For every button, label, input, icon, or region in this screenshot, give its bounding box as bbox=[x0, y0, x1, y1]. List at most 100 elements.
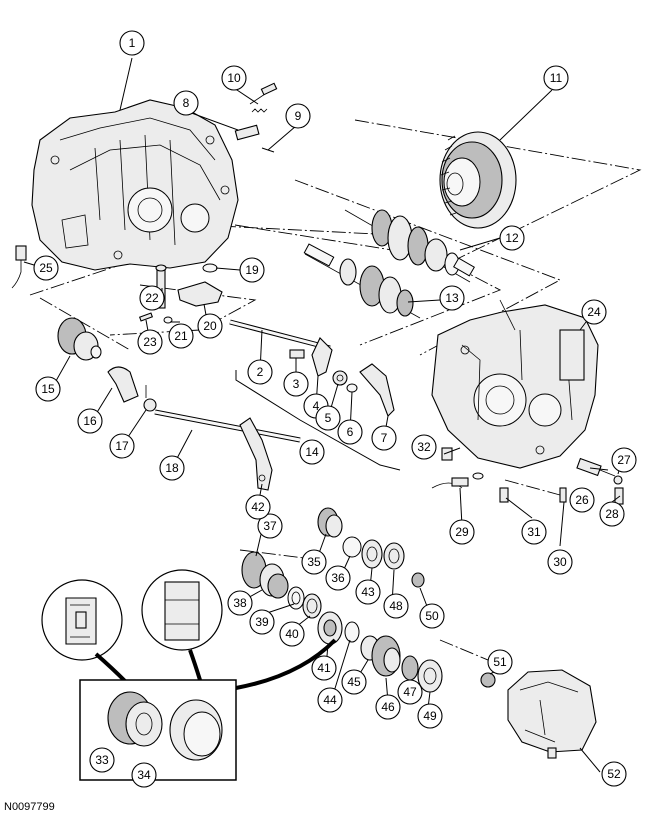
callout-22-label: 22 bbox=[145, 291, 159, 305]
callout-8: 8 bbox=[173, 90, 199, 116]
callout-10: 10 bbox=[221, 65, 247, 91]
front-bearing-set bbox=[241, 551, 289, 599]
callout-41-label: 41 bbox=[317, 661, 331, 675]
callout-11: 11 bbox=[543, 65, 569, 91]
callout-41: 41 bbox=[311, 655, 337, 681]
callout-51: 51 bbox=[487, 649, 513, 675]
callout-45-label: 45 bbox=[347, 675, 361, 689]
callout-22: 22 bbox=[139, 285, 165, 311]
callout-28: 28 bbox=[599, 501, 625, 527]
differential-ring-gear bbox=[439, 131, 517, 229]
callout-19-label: 19 bbox=[245, 263, 259, 277]
callout-1: 1 bbox=[119, 30, 145, 56]
callout-30: 30 bbox=[547, 549, 573, 575]
reverse-fork-and-rod bbox=[107, 366, 301, 443]
callout-16-label: 16 bbox=[83, 414, 97, 428]
callout-20-label: 20 bbox=[203, 319, 217, 333]
callout-27-label: 27 bbox=[617, 453, 631, 467]
callout-7: 7 bbox=[371, 425, 397, 451]
callout-45: 45 bbox=[341, 669, 367, 695]
shift-rod-and-forks bbox=[229, 319, 395, 417]
callout-48-label: 48 bbox=[389, 599, 403, 613]
callout-51-label: 51 bbox=[493, 655, 507, 669]
callout-36-label: 36 bbox=[331, 571, 345, 585]
clutch-housing bbox=[431, 299, 599, 469]
callout-34-label: 34 bbox=[137, 768, 151, 782]
callout-13-label: 13 bbox=[445, 291, 459, 305]
callout-31: 31 bbox=[521, 519, 547, 545]
callout-42: 42 bbox=[245, 494, 271, 520]
callout-6: 6 bbox=[337, 419, 363, 445]
callout-25-label: 25 bbox=[39, 261, 53, 275]
callout-47-label: 47 bbox=[403, 685, 417, 699]
callout-49: 49 bbox=[417, 703, 443, 729]
input-shaft-gear-cluster bbox=[303, 243, 421, 319]
callout-labels: 1 2 3 4 5 6 7 8 9 10 11 12 13 14 15 16 1… bbox=[33, 30, 637, 788]
callout-29: 29 bbox=[449, 519, 475, 545]
callout-12: 12 bbox=[499, 225, 525, 251]
callout-36: 36 bbox=[325, 565, 351, 591]
callout-3-label: 3 bbox=[293, 377, 300, 391]
callout-50-label: 50 bbox=[425, 609, 439, 623]
callout-13: 13 bbox=[439, 285, 465, 311]
callout-18-label: 18 bbox=[165, 461, 179, 475]
callout-33: 33 bbox=[89, 747, 115, 773]
figure-reference-code: N0097799 bbox=[4, 801, 55, 813]
end-cover bbox=[480, 669, 597, 759]
selector-components bbox=[138, 263, 223, 324]
callout-35: 35 bbox=[301, 549, 327, 575]
callout-34: 34 bbox=[131, 762, 157, 788]
callout-5-label: 5 bbox=[325, 411, 332, 425]
callout-38: 38 bbox=[227, 590, 253, 616]
callout-38-label: 38 bbox=[233, 596, 247, 610]
callout-27: 27 bbox=[611, 447, 637, 473]
transaxle-case bbox=[31, 99, 239, 271]
reverse-idler-gear bbox=[57, 317, 102, 361]
callout-46-label: 46 bbox=[381, 700, 395, 714]
callout-39-label: 39 bbox=[255, 615, 269, 629]
callout-52: 52 bbox=[601, 761, 627, 787]
callout-5: 5 bbox=[315, 405, 341, 431]
callout-24: 24 bbox=[581, 299, 607, 325]
callout-23-label: 23 bbox=[143, 335, 157, 349]
callout-24-label: 24 bbox=[587, 305, 601, 319]
callout-49-label: 49 bbox=[423, 709, 437, 723]
callout-29-label: 29 bbox=[455, 525, 469, 539]
callout-31-label: 31 bbox=[527, 525, 541, 539]
callout-1-label: 1 bbox=[129, 36, 136, 50]
callout-4-label: 4 bbox=[313, 399, 320, 413]
callout-28-label: 28 bbox=[605, 507, 619, 521]
detail-magnifiers bbox=[41, 569, 337, 690]
callout-17: 17 bbox=[109, 433, 135, 459]
callout-39: 39 bbox=[249, 609, 275, 635]
callout-8-label: 8 bbox=[183, 96, 190, 110]
callout-46: 46 bbox=[375, 694, 401, 720]
callout-37: 37 bbox=[257, 513, 283, 539]
callout-40: 40 bbox=[279, 621, 305, 647]
callout-26-label: 26 bbox=[575, 493, 589, 507]
callout-35-label: 35 bbox=[307, 555, 321, 569]
callout-2-label: 2 bbox=[257, 365, 264, 379]
callout-43-label: 43 bbox=[361, 585, 375, 599]
synchro-detail-inset bbox=[79, 679, 237, 781]
callout-14: 14 bbox=[299, 439, 325, 465]
callout-6-label: 6 bbox=[347, 425, 354, 439]
output-shaft-gear-cluster bbox=[344, 209, 475, 283]
callout-25: 25 bbox=[33, 255, 59, 281]
callout-47: 47 bbox=[397, 679, 423, 705]
callout-52-label: 52 bbox=[607, 767, 621, 781]
callout-50: 50 bbox=[419, 603, 445, 629]
callout-17-label: 17 bbox=[115, 439, 129, 453]
callout-9: 9 bbox=[285, 103, 311, 129]
callout-7-label: 7 bbox=[381, 431, 388, 445]
callout-44: 44 bbox=[317, 687, 343, 713]
callout-12-label: 12 bbox=[505, 231, 519, 245]
callout-30-label: 30 bbox=[553, 555, 567, 569]
callout-42-label: 42 bbox=[251, 500, 265, 514]
callout-2: 2 bbox=[247, 359, 273, 385]
callout-14-label: 14 bbox=[305, 445, 319, 459]
callout-48: 48 bbox=[383, 593, 409, 619]
callout-15-label: 15 bbox=[41, 382, 55, 396]
callout-40-label: 40 bbox=[285, 627, 299, 641]
